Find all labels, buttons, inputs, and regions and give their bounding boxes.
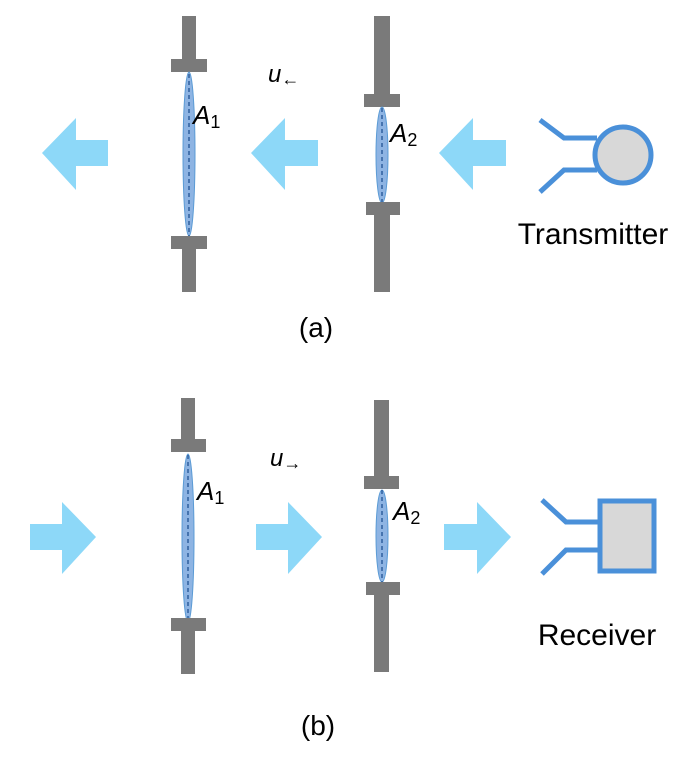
wave-arrow-left-3: [439, 118, 506, 190]
caption-b: (b): [301, 710, 335, 741]
aperture-b1: [171, 398, 206, 674]
panel-b: A1 A2 u→ Receiver (b): [30, 398, 657, 741]
wave-arrow-right-3: [444, 502, 511, 574]
receiver-antenna-icon: [540, 498, 657, 576]
caption-a: (a): [299, 312, 333, 343]
aperture-a2: [364, 16, 400, 292]
aperture-a1: [171, 16, 207, 292]
receiver-label: Receiver: [538, 619, 656, 652]
wave-arrow-left-2: [251, 118, 318, 190]
wave-arrow-right-2: [256, 502, 322, 574]
label-a1-a: A1: [191, 100, 220, 132]
label-a2-b: A2: [391, 496, 420, 528]
label-a2-a: A2: [388, 118, 417, 150]
wave-arrow-right-1: [30, 502, 96, 574]
wave-label-a: u←: [268, 61, 299, 89]
wave-arrow-left-1: [42, 118, 108, 190]
panel-a: A1 A2 u← Transmitter (a): [42, 16, 668, 343]
transmitter-label: Transmitter: [518, 218, 669, 251]
wave-label-b: u→: [270, 445, 301, 473]
aperture-b2: [364, 400, 400, 672]
label-a1-b: A1: [195, 476, 224, 508]
transmitter-antenna-icon: [538, 118, 654, 194]
